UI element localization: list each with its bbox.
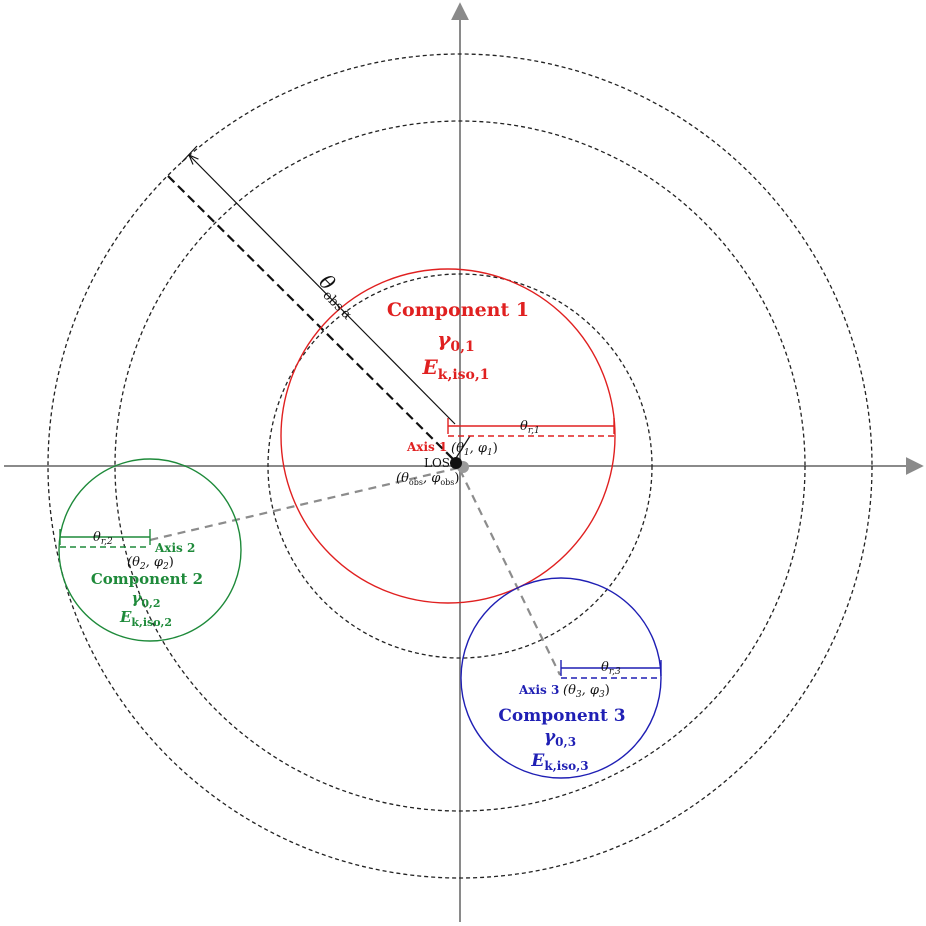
los-label: LOS xyxy=(424,456,450,470)
ring-middle xyxy=(114,120,806,812)
axis-1-label: Axis 1 xyxy=(406,440,447,454)
component-3-gamma: γ0,3 xyxy=(544,727,576,749)
component-3-circle xyxy=(460,577,662,779)
component-1-energy: Ek,iso,1 xyxy=(422,355,490,383)
component-3-energy: Ek,iso,3 xyxy=(530,751,588,773)
axis-2-coords: (θ2, φ2) xyxy=(127,555,174,572)
axis-3-coords: (θ3, φ3) xyxy=(563,683,610,700)
component-1-radius-label: θr,1 xyxy=(520,419,540,436)
ring-outer xyxy=(47,53,873,879)
axis-3-label: Axis 3 xyxy=(518,683,559,697)
component-2-gamma: γ0,2 xyxy=(131,589,160,610)
obs-radius-dashed-line xyxy=(167,175,455,461)
component-1-name: Component 1 xyxy=(387,299,529,321)
los-to-axis-3-line xyxy=(459,469,561,676)
component-2-radius-label: θr,2 xyxy=(93,530,113,547)
axis-2-label: Axis 2 xyxy=(154,541,195,555)
component-1-gamma: γ0,1 xyxy=(437,327,475,355)
component-3-name: Component 3 xyxy=(498,706,625,726)
component-2-circle xyxy=(58,458,242,642)
los-point xyxy=(450,457,462,469)
los-coords: (θobs, φobs) xyxy=(396,471,459,487)
component-1-circle xyxy=(280,268,616,604)
component-2-energy: Ek,iso,2 xyxy=(119,608,172,629)
obs-angle-arrow xyxy=(189,155,456,425)
axis-1-coords: (θ1, φ1) xyxy=(451,441,498,458)
los-to-axis-2-line xyxy=(149,466,459,542)
ring-inner xyxy=(267,273,653,659)
component-3-radius-label: θr,3 xyxy=(601,660,621,677)
obs-arrow-tick xyxy=(181,145,198,163)
component-2-name: Component 2 xyxy=(91,570,203,588)
